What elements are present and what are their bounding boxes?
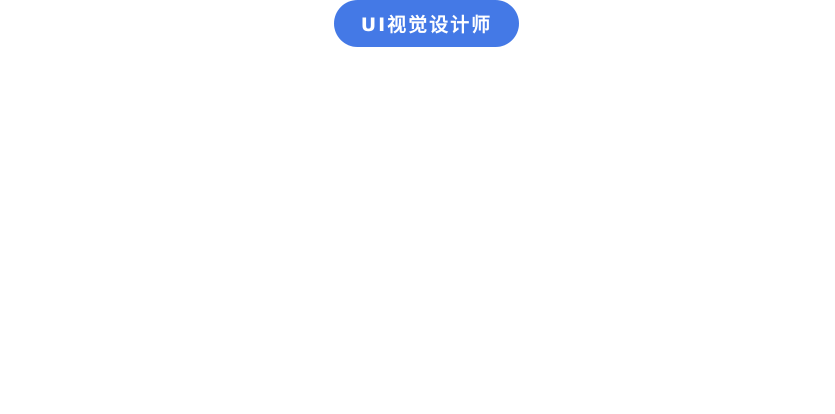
job-title-tag-button[interactable]: UI视觉设计师 <box>334 0 519 47</box>
job-title-label: UI视觉设计师 <box>360 14 493 36</box>
